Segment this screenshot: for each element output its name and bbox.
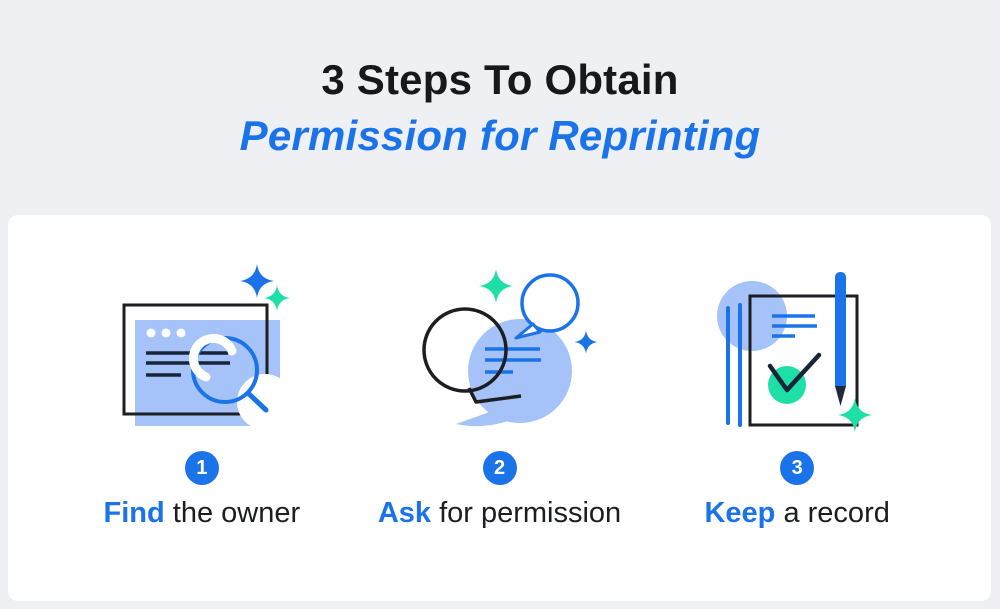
window-dot-icon bbox=[161, 328, 171, 338]
browser-search-magnifier-illustration bbox=[122, 264, 293, 430]
steps-card: 1 Find the owner bbox=[8, 215, 991, 601]
step-keyword: Ask bbox=[377, 497, 432, 529]
magnifier-handle bbox=[246, 391, 269, 413]
step-number-badge: 2 bbox=[482, 451, 517, 485]
step-keyword: Find bbox=[103, 497, 165, 529]
pen-tip bbox=[835, 386, 847, 406]
speech-bubble-outline-tail bbox=[466, 387, 521, 404]
vertical-lines bbox=[726, 303, 743, 427]
steps-row: 1 Find the owner bbox=[8, 215, 991, 530]
page-subtitle: Permission for Reprinting bbox=[239, 112, 761, 159]
document-icon bbox=[748, 294, 859, 427]
sparkle-green-icon bbox=[838, 398, 873, 432]
step-label: Find the owner bbox=[104, 496, 301, 530]
step-3-column: 3 Keep a record bbox=[648, 253, 946, 530]
checkmark-icon bbox=[767, 352, 822, 393]
infographic-header: 3 Steps To Obtain Permission for Reprint… bbox=[0, 0, 1000, 164]
step-1-column: 1 Find the owner bbox=[53, 253, 351, 530]
step-label: Ask for permission bbox=[378, 496, 621, 530]
sparkle-blue-icon bbox=[239, 264, 274, 298]
document-pen-checkmark-illustration bbox=[717, 272, 873, 432]
page-title: 3 Steps To Obtain bbox=[321, 56, 679, 103]
step-label: Keep a record bbox=[704, 496, 889, 530]
text-lines bbox=[772, 314, 818, 338]
magnifier-highlight bbox=[188, 333, 237, 382]
speech-bubble-outline-icon bbox=[421, 307, 508, 393]
sparkle-green-icon bbox=[478, 269, 513, 303]
speech-bubble-blue-tail bbox=[514, 322, 541, 340]
step-text: for permission bbox=[431, 497, 622, 529]
step-number-badge: 3 bbox=[780, 451, 815, 485]
speech-bubble-blue-icon bbox=[519, 273, 580, 333]
pen-icon bbox=[835, 272, 847, 386]
step-2-column: 2 Ask for permission bbox=[351, 253, 649, 530]
step-keyword: Keep bbox=[704, 497, 776, 529]
text-lines bbox=[145, 351, 230, 377]
speech-bubble-tail bbox=[455, 410, 514, 427]
sparkle-green-icon bbox=[263, 285, 290, 311]
step-text: a record bbox=[775, 497, 890, 529]
browser-frame bbox=[122, 303, 269, 416]
step-text: the owner bbox=[164, 497, 301, 529]
step-number-badge: 1 bbox=[184, 451, 219, 485]
window-dot-icon bbox=[176, 328, 186, 338]
accent-circle bbox=[717, 281, 788, 351]
window-dot-icon bbox=[146, 328, 156, 338]
cutout bbox=[236, 374, 293, 430]
chat-bubbles-illustration bbox=[421, 269, 598, 427]
speech-bubble-icon bbox=[467, 319, 572, 423]
sparkle-blue-icon bbox=[573, 330, 598, 354]
